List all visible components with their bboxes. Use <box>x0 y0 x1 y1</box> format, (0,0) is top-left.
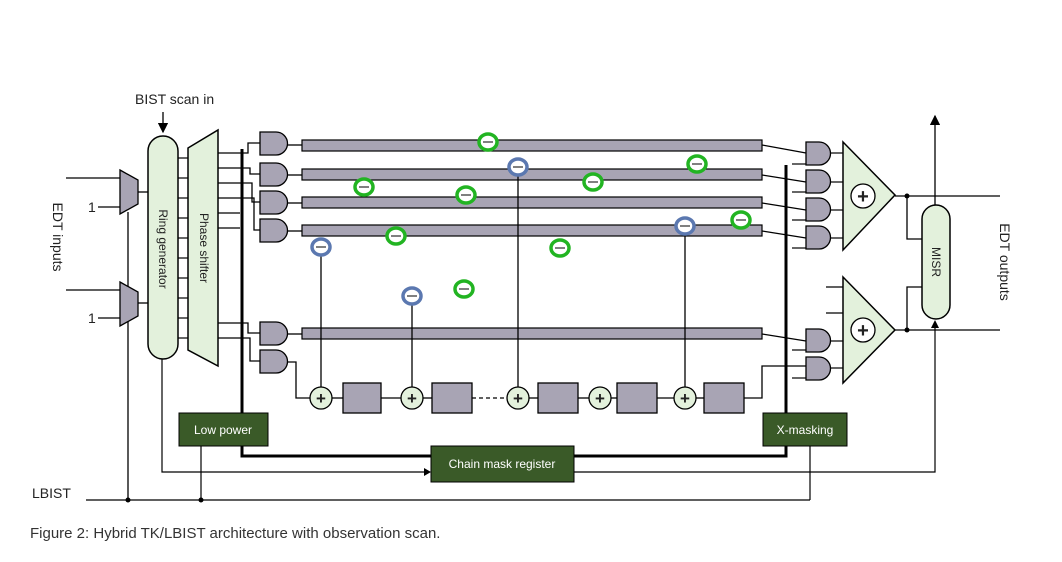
mux-const-2-label: 1 <box>88 310 96 326</box>
observation-xor-gates <box>309 386 697 410</box>
scan-chain-connectors <box>287 144 807 342</box>
lbist-junction-1 <box>125 497 131 503</box>
input-and-gates <box>259 131 289 374</box>
obs-xor-3-symbol: + <box>513 389 523 408</box>
scan-chains <box>301 139 763 340</box>
misr-label: MISR <box>929 247 943 277</box>
edt-outputs-label: EDT outputs <box>997 223 1013 301</box>
x-masking-block <box>762 412 848 447</box>
control-wires <box>86 324 936 501</box>
obs-xor-1-symbol: + <box>316 389 326 408</box>
xor-compactor-top-symbol <box>850 183 876 209</box>
bist-scan-in-label: BIST scan in <box>135 91 214 107</box>
input-mux-bottom <box>119 280 139 328</box>
architecture-diagram: BIST scan in EDT inputs EDT outputs LBIS… <box>32 91 1013 503</box>
chain-mask-register-label: Chain mask register <box>449 457 556 471</box>
compactor-bottom-junction <box>904 327 910 333</box>
phase-shifter-output-wires <box>218 142 260 362</box>
x-masking-label: X-masking <box>777 423 834 437</box>
output-and-gates <box>805 141 832 381</box>
xor-compactor-top-plus: + <box>857 186 869 208</box>
obs-xor-2-symbol: + <box>407 389 417 408</box>
phase-shifter <box>187 128 219 368</box>
obs-xor-4-symbol: + <box>595 389 605 408</box>
and-to-compactor-wires <box>792 152 843 379</box>
edt-inputs-label: EDT inputs <box>50 203 66 272</box>
input-mux-top <box>119 168 139 216</box>
obs-xor-5-symbol: + <box>680 389 690 408</box>
low-power-label: Low power <box>194 423 252 437</box>
observation-flops <box>342 382 745 414</box>
compactor-top-junction <box>904 193 910 199</box>
misr-block <box>921 204 951 320</box>
misr-control-arrow-head <box>931 320 939 328</box>
mux-const-1-label: 1 <box>88 199 96 215</box>
figure-caption: Figure 2: Hybrid TK/LBIST architecture w… <box>30 525 441 542</box>
ring-generator-label: Ring generator <box>156 209 170 288</box>
compactor-output-wires <box>895 195 1000 331</box>
phase-shifter-label: Phase shifter <box>197 213 211 283</box>
chain-mask-arrow-head <box>424 468 431 476</box>
marker-inner-lines <box>316 141 746 297</box>
chain-mask-register-block <box>430 445 575 483</box>
input-mux-wires <box>66 177 148 500</box>
ring-to-phase-links <box>178 157 188 339</box>
blue-observation-points <box>310 157 696 306</box>
green-observation-points <box>353 132 752 299</box>
xor-compactor-bottom-plus: + <box>857 320 869 342</box>
lbist-junction-2 <box>198 497 204 503</box>
ring-generator <box>147 135 179 360</box>
observation-chain-wires <box>287 168 806 399</box>
lbist-label: LBIST <box>32 485 71 501</box>
xor-compactor-bottom-symbol <box>850 317 876 343</box>
low-power-block <box>178 412 269 447</box>
